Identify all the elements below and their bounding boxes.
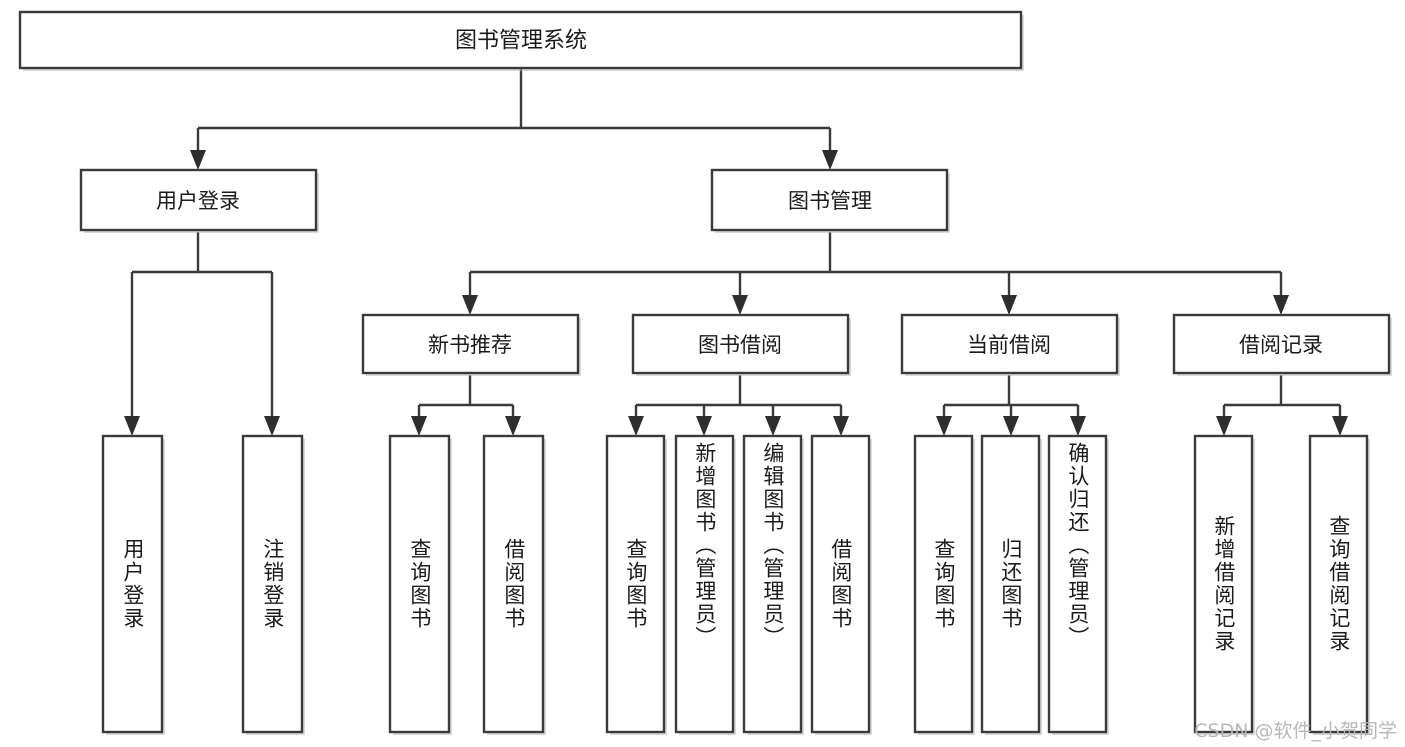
arrow-head-book-borrow bbox=[732, 295, 748, 315]
node-leaf-confirm-return-box bbox=[1047, 434, 1108, 734]
node-book-manage[interactable]: 图书管理 bbox=[710, 168, 950, 233]
node-user-login[interactable]: 用户登录 bbox=[79, 168, 319, 233]
node-new-book-rec[interactable]: 新书推荐 bbox=[361, 313, 581, 376]
node-leaf-borrow-book-2[interactable] bbox=[810, 434, 872, 735]
arrow-head-borrow-record bbox=[1273, 295, 1289, 315]
node-current-borrow-box bbox=[900, 313, 1119, 375]
node-leaf-borrow-book-2-box bbox=[810, 434, 871, 734]
node-new-book-rec-box bbox=[361, 313, 580, 375]
arrow-head-leaf-add-book bbox=[696, 416, 712, 436]
node-book-manage-box bbox=[710, 168, 949, 232]
node-leaf-edit-book[interactable] bbox=[742, 434, 804, 735]
arrow-head-current-borrow bbox=[1001, 295, 1017, 315]
node-leaf-add-book[interactable] bbox=[674, 434, 736, 735]
node-book-manage-label: 图书管理 bbox=[788, 189, 872, 213]
node-user-login-box bbox=[79, 168, 318, 232]
node-borrow-record[interactable]: 借阅记录 bbox=[1172, 313, 1392, 376]
node-leaf-query-book-2-box bbox=[605, 434, 666, 734]
arrow-head-leaf-confirm-return bbox=[1070, 416, 1086, 436]
node-book-borrow-label: 图书借阅 bbox=[698, 333, 782, 357]
arrow-head-leaf-add-record bbox=[1216, 416, 1232, 436]
node-leaf-return-book[interactable] bbox=[980, 434, 1042, 735]
node-leaf-confirm-return[interactable] bbox=[1047, 434, 1109, 735]
node-book-borrow-box bbox=[631, 313, 850, 375]
node-leaf-user-login-box bbox=[101, 434, 164, 734]
arrow-head-leaf-return-book bbox=[1003, 416, 1019, 436]
node-root-box bbox=[18, 10, 1023, 70]
node-root[interactable]: 图书管理系统 bbox=[18, 10, 1024, 71]
node-leaf-query-record[interactable] bbox=[1308, 434, 1370, 735]
node-leaf-add-record[interactable] bbox=[1193, 434, 1255, 735]
node-leaf-user-logout[interactable] bbox=[241, 434, 305, 735]
node-borrow-record-box bbox=[1172, 313, 1391, 375]
arrow-head-leaf-edit-book bbox=[765, 416, 781, 436]
node-borrow-record-label: 借阅记录 bbox=[1239, 333, 1323, 357]
arrow-head-book-manage bbox=[822, 150, 838, 170]
node-leaf-query-book-1-box bbox=[388, 434, 451, 734]
arrow-head-leaf-query-book-1 bbox=[411, 416, 427, 436]
node-current-borrow[interactable]: 当前借阅 bbox=[900, 313, 1120, 376]
node-book-borrow[interactable]: 图书借阅 bbox=[631, 313, 851, 376]
leaf-boxes bbox=[101, 434, 1370, 735]
node-new-book-rec-label: 新书推荐 bbox=[428, 333, 512, 357]
node-leaf-user-login[interactable] bbox=[101, 434, 165, 735]
arrow-head-leaf-user-login bbox=[124, 416, 140, 436]
arrow-head-leaf-query-book-2 bbox=[628, 416, 644, 436]
arrow-head-user-login bbox=[190, 150, 206, 170]
node-root-label: 图书管理系统 bbox=[455, 29, 587, 54]
node-leaf-user-logout-box bbox=[241, 434, 304, 734]
node-user-login-label: 用户登录 bbox=[156, 189, 240, 213]
node-leaf-query-book-3-box bbox=[913, 434, 974, 734]
node-leaf-borrow-book-1-box bbox=[482, 434, 545, 734]
node-leaf-query-book-2[interactable] bbox=[605, 434, 667, 735]
arrow-head-leaf-borrow-book-2 bbox=[833, 416, 849, 436]
node-leaf-query-book-3[interactable] bbox=[913, 434, 975, 735]
node-current-borrow-label: 当前借阅 bbox=[967, 333, 1051, 357]
arrow-head-leaf-query-record bbox=[1332, 416, 1348, 436]
node-leaf-add-record-box bbox=[1193, 434, 1254, 734]
node-leaf-query-record-box bbox=[1308, 434, 1369, 734]
node-leaf-borrow-book-1[interactable] bbox=[482, 434, 546, 735]
arrow-head-leaf-borrow-book-1 bbox=[505, 416, 521, 436]
connectors bbox=[124, 68, 1348, 436]
arrow-head-leaf-query-book-3 bbox=[936, 416, 952, 436]
node-leaf-return-book-box bbox=[980, 434, 1041, 734]
arrow-head-leaf-user-logout bbox=[264, 416, 280, 436]
node-leaf-edit-book-box bbox=[742, 434, 803, 734]
node-leaf-add-book-box bbox=[674, 434, 735, 734]
node-leaf-query-book-1[interactable] bbox=[388, 434, 452, 735]
arrow-head-new-book-rec bbox=[462, 295, 478, 315]
